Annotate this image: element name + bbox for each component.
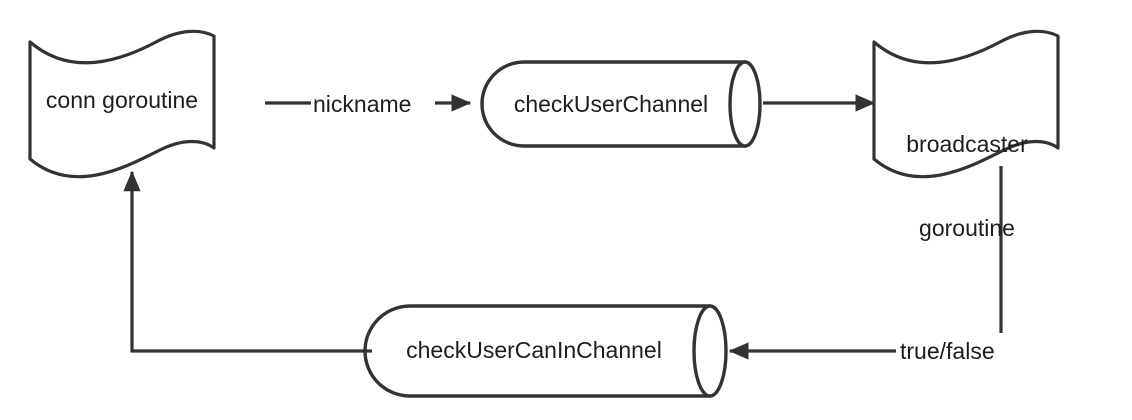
node-check-user-can-in-channel[interactable] xyxy=(363,304,728,398)
conn-goroutine-outline xyxy=(28,29,216,179)
edge-true-false[interactable] xyxy=(728,166,1003,360)
node-broadcaster-goroutine[interactable] xyxy=(872,29,1060,179)
check-user-channel-body xyxy=(480,60,747,148)
edge-return-to-conn[interactable] xyxy=(123,170,372,353)
check-user-channel-end-cap xyxy=(728,60,762,148)
check-user-can-in-channel-body xyxy=(363,304,712,398)
check-user-can-in-channel-end-cap xyxy=(692,304,728,398)
broadcaster-goroutine-outline xyxy=(872,29,1060,179)
node-conn-goroutine[interactable] xyxy=(28,29,216,179)
node-check-user-channel[interactable] xyxy=(480,60,762,148)
edge-return-to-conn-path xyxy=(123,170,372,353)
